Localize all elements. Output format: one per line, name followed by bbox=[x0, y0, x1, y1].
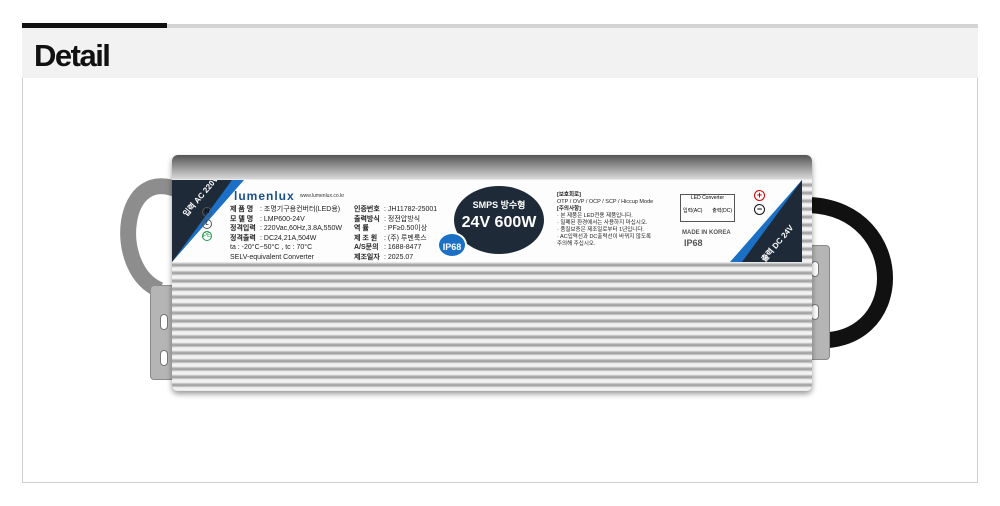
product-label: 입력 AC 220V 출력 DC 24V lumenlux www.lumenl… bbox=[172, 180, 802, 262]
cert-n-icon: N bbox=[202, 207, 212, 217]
product-image: 입력 AC 220V 출력 DC 24V lumenlux www.lumenl… bbox=[120, 150, 900, 400]
cert-l-icon: L bbox=[202, 219, 212, 229]
section-header: Detail bbox=[22, 28, 978, 78]
power-supply-housing: 입력 AC 220V 출력 DC 24V lumenlux www.lumenl… bbox=[172, 155, 812, 391]
specs-left: 제 품 명: 조명기구용컨버터(LED용) 모 델 명: LMP600-24V … bbox=[230, 206, 342, 261]
minus-icon: − bbox=[754, 204, 765, 215]
wiring-diagram: LED Converter 입력(AC)출력(DC) bbox=[680, 194, 735, 222]
header-rule bbox=[22, 24, 978, 28]
brand-logo: lumenlux bbox=[234, 189, 295, 203]
ip-rating: IP68 bbox=[684, 238, 703, 248]
brand-url: www.lumenlux.co.kr bbox=[300, 193, 345, 199]
section-title: Detail bbox=[34, 38, 111, 73]
plus-icon: + bbox=[754, 190, 765, 201]
made-in: MADE IN KOREA bbox=[682, 230, 731, 236]
cables bbox=[120, 178, 893, 349]
detail-frame bbox=[22, 78, 978, 483]
protection-info: [보호회로] OTP / OVP / OCP / SCP / Hiccup Mo… bbox=[557, 192, 654, 247]
header-accent-bar bbox=[22, 23, 167, 28]
model-badge: SMPS 방수형 24V 600W bbox=[454, 186, 544, 254]
output-cable bbox=[809, 197, 893, 349]
cert-icons: N L PE bbox=[202, 207, 212, 243]
input-cable bbox=[120, 178, 186, 298]
cert-pe-icon: PE bbox=[202, 231, 212, 241]
ip-badge: IP68 bbox=[437, 232, 467, 258]
specs-middle: 인증번호: JH11782-25001 출력방식: 정전압방식 역 률: PF≥… bbox=[354, 206, 438, 261]
